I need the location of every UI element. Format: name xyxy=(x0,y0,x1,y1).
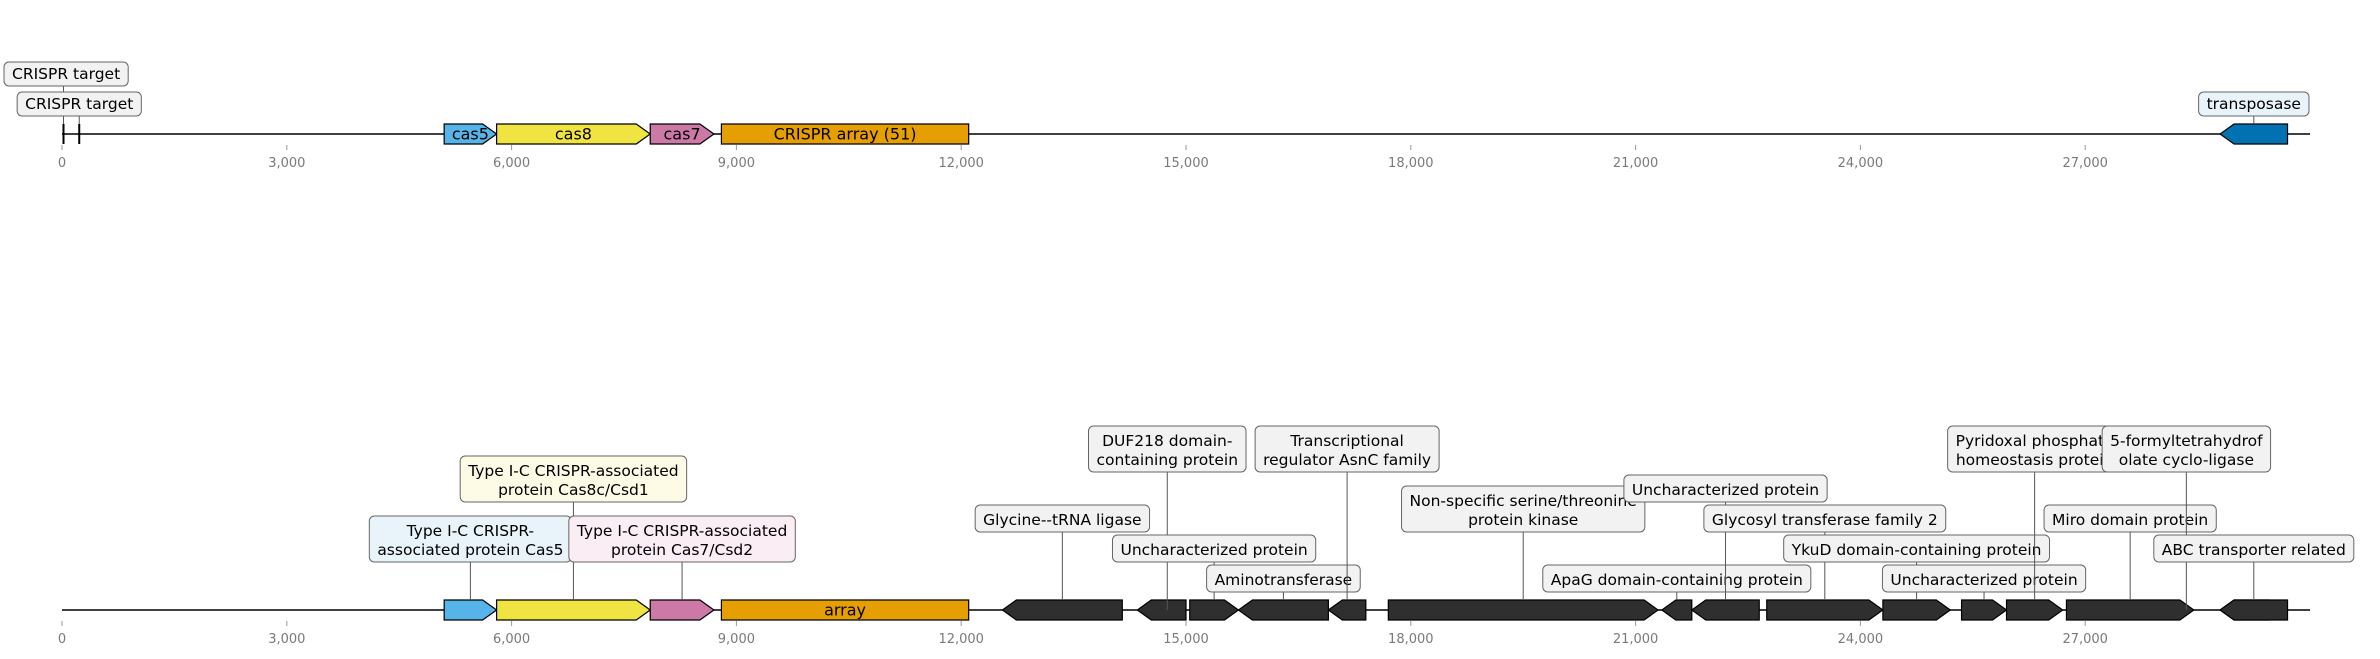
gene-label: homeostasis protein xyxy=(1956,451,2114,469)
crispr-target-2: CRISPR target xyxy=(25,95,133,113)
gene-arrow xyxy=(2065,599,2195,621)
gene-label: ABC transporter related xyxy=(2162,541,2346,559)
transposase-label-box xyxy=(2198,91,2310,117)
crispr-target-1-box xyxy=(3,61,129,87)
gene-arrow xyxy=(720,599,970,621)
gene-label-box xyxy=(1254,425,1440,473)
gene-label: Glycine--tRNA ligase xyxy=(983,511,1141,529)
gene-label-box xyxy=(1703,504,1947,533)
gene-arrow xyxy=(649,123,715,145)
gene-arrow xyxy=(496,123,652,145)
gene-label: Glycosyl transferase family 2 xyxy=(1712,511,1938,529)
gene-label-box xyxy=(2043,504,2217,533)
tick-label: 21,000 xyxy=(1613,156,1659,171)
gene-arrow xyxy=(1237,599,1329,621)
gene-arrow xyxy=(2005,599,2064,621)
gene-arrow xyxy=(1766,599,1884,621)
gene-arrow xyxy=(1960,599,2008,621)
gene-label: Transcriptional xyxy=(1289,432,1404,450)
gene-label-box xyxy=(2101,425,2272,473)
gene-arrow xyxy=(443,599,498,621)
gene-inline-label: CRISPR array (51) xyxy=(774,125,917,144)
gene-label-box xyxy=(459,455,688,503)
tick-label: 9,000 xyxy=(718,632,755,647)
gene-label: DUF218 domain- xyxy=(1102,432,1232,450)
transposase-label: transposase xyxy=(2207,95,2301,113)
gene-arrow xyxy=(649,599,715,621)
gene-arrow xyxy=(1387,599,1660,621)
tick-label: 24,000 xyxy=(1838,156,1884,171)
gene-label: YkuD domain-containing protein xyxy=(1791,541,2042,559)
gene-label-box xyxy=(1111,534,1317,563)
gene-label: Type I-C CRISPR- xyxy=(406,522,535,540)
tick-label: 12,000 xyxy=(938,632,984,647)
gene-label: Non-specific serine/threonine xyxy=(1410,492,1637,510)
gene-label: containing protein xyxy=(1097,451,1239,469)
gene-label: Uncharacterized protein xyxy=(1632,481,1819,499)
crispr-target-2-box xyxy=(16,91,142,117)
gene-inline-label: cas8 xyxy=(555,125,592,144)
tick-label: 15,000 xyxy=(1163,632,1209,647)
gene-arrow xyxy=(1690,599,1760,621)
gene-arrow xyxy=(1189,599,1240,621)
gene-label-box xyxy=(1623,474,1828,503)
gene-label: Aminotransferase xyxy=(1215,571,1353,589)
gene-label: Uncharacterized protein xyxy=(1120,541,1307,559)
crispr-locus-track: 0 3,000 6,000 9,000 12,000 15,000 18,000 21,000… xyxy=(3,61,2310,171)
tick-label: 9,000 xyxy=(718,156,755,171)
gene-label-box xyxy=(1783,534,2051,563)
tick-label: 18,000 xyxy=(1388,632,1434,647)
gene-arrow xyxy=(1327,599,1367,621)
gene-arrow xyxy=(2219,123,2289,145)
gene-label-box xyxy=(1206,564,1361,593)
tick-label: 27,000 xyxy=(2062,632,2108,647)
gene-label: Pyridoxal phosphate xyxy=(1956,432,2114,450)
gene-arrow xyxy=(1001,599,1123,621)
tick-label: 15,000 xyxy=(1163,156,1209,171)
tick-label: 24,000 xyxy=(1838,632,1884,647)
tick-label: 27,000 xyxy=(2062,156,2108,171)
tick-label: 21,000 xyxy=(1613,632,1659,647)
gene-label: Type I-C CRISPR-associated xyxy=(576,522,787,540)
tick-label: 6,000 xyxy=(493,156,530,171)
gene-label-box xyxy=(1088,425,1247,473)
gene-label-box xyxy=(568,515,796,563)
gene-label: olate cyclo-ligase xyxy=(2119,451,2254,469)
gene-label: protein Cas8c/Csd1 xyxy=(498,481,649,499)
tick-label: 12,000 xyxy=(938,156,984,171)
gene-label: protein kinase xyxy=(1468,511,1578,529)
gene-label: Miro domain protein xyxy=(2052,511,2208,529)
gene-label-box xyxy=(1401,485,1646,533)
tick-label: 0 xyxy=(58,156,66,171)
crispr-target-1: CRISPR target xyxy=(12,65,120,83)
gene-label: Uncharacterized protein xyxy=(1890,571,2077,589)
gene-arrow xyxy=(1882,599,1952,621)
tick-label: 3,000 xyxy=(268,632,305,647)
gene-label: associated protein Cas5 xyxy=(377,541,563,559)
gene-label-box xyxy=(974,504,1151,533)
gene-label: protein Cas7/Csd2 xyxy=(611,541,753,559)
gene-inline-label: cas5 xyxy=(452,125,489,144)
gene-arrow xyxy=(443,123,498,145)
gene-inline-label: array xyxy=(824,601,866,620)
tick-label: 6,000 xyxy=(493,632,530,647)
gene-arrow xyxy=(720,123,970,145)
gene-label-box xyxy=(2153,534,2355,563)
gene-arrow xyxy=(2219,599,2289,621)
gene-label: ApaG domain-containing protein xyxy=(1551,571,1803,589)
gene-label: regulator AsnC family xyxy=(1263,451,1431,469)
gene-label: 5-formyltetrahydrof xyxy=(2110,432,2263,450)
gene-arrow xyxy=(1136,599,1187,621)
annotated-locus-track: 0 3,000 6,000 9,000 12,000 15,000 18,000 21,000… xyxy=(58,425,2355,647)
gene-arrow xyxy=(1660,599,1693,621)
gene-inline-label: cas7 xyxy=(664,125,701,144)
tick-label: 18,000 xyxy=(1388,156,1434,171)
tick-label: 3,000 xyxy=(268,156,305,171)
tick-label: 0 xyxy=(58,632,66,647)
gene-label: Type I-C CRISPR-associated xyxy=(467,462,678,480)
gene-label-box xyxy=(1542,564,1812,593)
gene-arrow xyxy=(496,599,652,621)
